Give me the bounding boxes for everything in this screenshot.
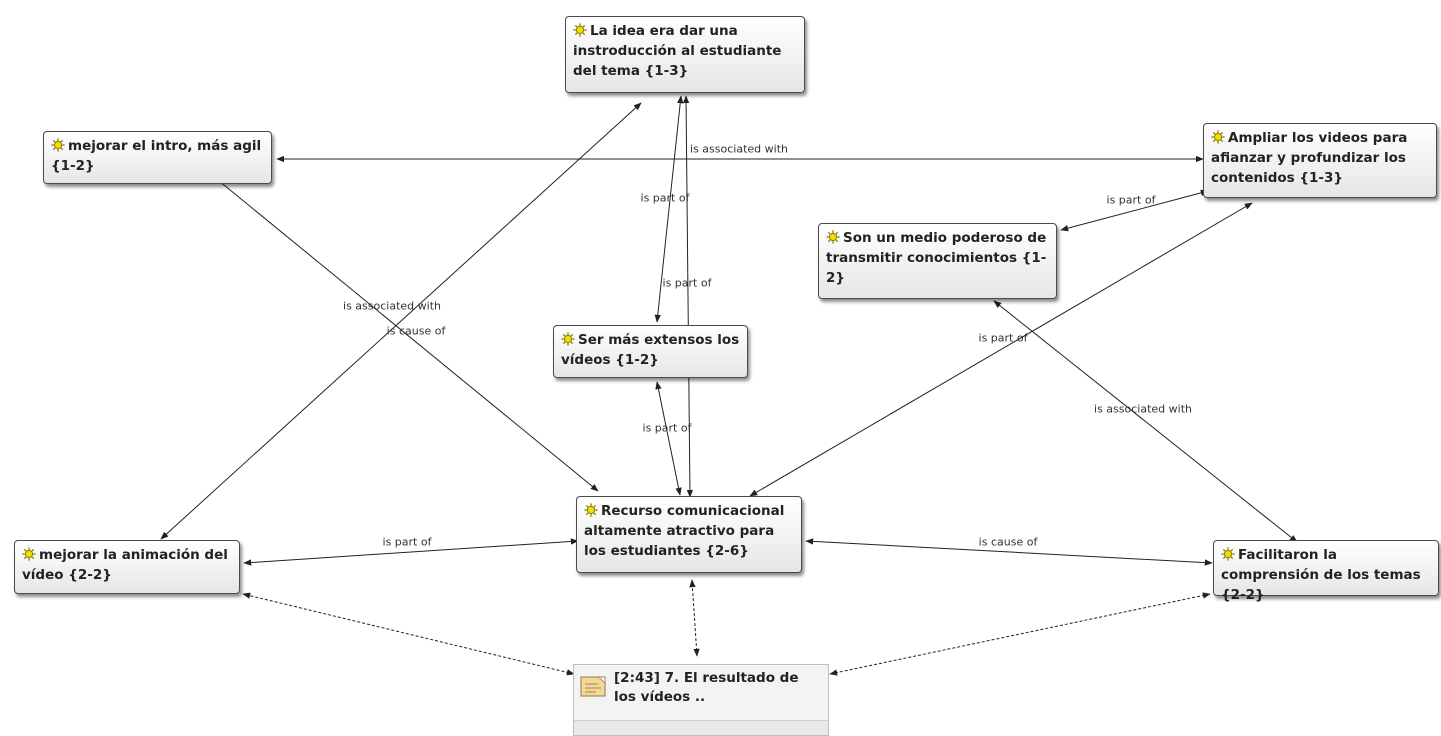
sun-core	[575, 25, 585, 35]
sun-ray	[1230, 548, 1234, 552]
edge-recurso-intro[interactable]	[201, 166, 599, 492]
edge-label-intro-ampliar: is associated with	[690, 142, 788, 156]
node-idea[interactable]: La idea era dar una instroducción al est…	[565, 16, 805, 93]
sun-core	[563, 334, 573, 344]
node-animacion[interactable]: mejorar la animación del vídeo {2-2}	[14, 540, 240, 594]
sun-icon	[573, 23, 587, 37]
sun-ray	[827, 231, 831, 235]
edge-label-recurso-idea: is part of	[662, 276, 712, 290]
sun-core	[53, 140, 63, 150]
edge-recurso-facilitaron[interactable]	[805, 538, 1213, 566]
quotation-node[interactable]: [2:43] 7. El resultado de los vídeos ..	[573, 664, 829, 736]
edge-quote-facilitaron[interactable]	[829, 592, 1211, 676]
sun-ray	[574, 24, 578, 28]
quotation-footer	[574, 720, 828, 735]
sun-icon	[561, 332, 575, 346]
sun-ray	[31, 548, 35, 552]
sun-ray	[570, 333, 574, 337]
sun-ray	[562, 341, 566, 345]
node-label: Ampliar los videos para afianzar y profu…	[1211, 130, 1408, 186]
sun-core	[1213, 132, 1223, 142]
sun-ray	[835, 239, 839, 243]
node-label: Recurso comunicacional altamente atracti…	[584, 503, 785, 559]
edge-label-animacion-idea: is associated with	[343, 299, 441, 313]
sun-ray	[60, 139, 64, 143]
edge-recurso-idea[interactable]	[682, 95, 694, 498]
edge-label-recurso-ampliar: is part of	[978, 331, 1028, 345]
sun-ray	[574, 32, 578, 36]
sun-ray	[835, 231, 839, 235]
sun-ray	[1220, 139, 1224, 143]
node-label: La idea era dar una instroducción al est…	[573, 23, 782, 79]
sun-icon	[584, 503, 598, 517]
sun-ray	[23, 548, 27, 552]
sun-ray	[60, 147, 64, 151]
sun-core	[586, 505, 596, 515]
sun-icon	[1211, 130, 1225, 144]
edge-label-recurso-intro: is cause of	[386, 324, 446, 338]
sun-core	[1223, 549, 1233, 559]
sun-ray	[582, 32, 586, 36]
document-icon	[580, 676, 606, 697]
sun-ray	[52, 139, 56, 143]
node-recurso[interactable]: Recurso comunicacional altamente atracti…	[576, 496, 802, 573]
sun-ray	[585, 504, 589, 508]
sun-icon	[1221, 547, 1235, 561]
edge-label-ampliar-medio: is part of	[1106, 193, 1156, 207]
edge-label-facilitaron-medio: is associated with	[1094, 402, 1192, 416]
sun-ray	[570, 341, 574, 345]
sun-ray	[827, 239, 831, 243]
sun-ray	[1230, 556, 1234, 560]
sun-icon	[51, 138, 65, 152]
sun-ray	[31, 556, 35, 560]
sun-ray	[1222, 548, 1226, 552]
edge-quote-recurso[interactable]	[689, 579, 700, 657]
edge-quote-animacion[interactable]	[242, 592, 575, 676]
sun-icon	[826, 230, 840, 244]
node-medio[interactable]: Son un medio poderoso de transmitir cono…	[818, 223, 1057, 299]
sun-ray	[593, 504, 597, 508]
node-label: Son un medio poderoso de transmitir cono…	[826, 230, 1047, 286]
sun-ray	[562, 333, 566, 337]
edge-recurso-animacion[interactable]	[243, 538, 579, 566]
sun-ray	[1220, 131, 1224, 135]
node-ampliar[interactable]: Ampliar los videos para afianzar y profu…	[1203, 123, 1437, 198]
edge-label-recurso-extensos: is part of	[642, 421, 692, 435]
sun-ray	[1222, 556, 1226, 560]
sun-ray	[23, 556, 27, 560]
sun-ray	[1212, 131, 1216, 135]
sun-core	[24, 549, 34, 559]
node-intro[interactable]: mejorar el intro, más agil {1-2}	[43, 131, 272, 184]
sun-ray	[585, 512, 589, 516]
edge-extensos-idea[interactable]	[654, 95, 684, 323]
sun-core	[828, 232, 838, 242]
node-facilitaron[interactable]: Facilitaron la comprensión de los temas …	[1213, 540, 1439, 603]
edge-label-recurso-animacion: is part of	[382, 535, 432, 549]
sun-icon	[22, 547, 36, 561]
sun-ray	[1212, 139, 1216, 143]
edge-facilitaron-medio[interactable]	[993, 300, 1298, 543]
node-label: Facilitaron la comprensión de los temas …	[1221, 547, 1421, 603]
sun-ray	[52, 147, 56, 151]
sun-ray	[582, 24, 586, 28]
node-label: Ser más extensos los vídeos {1-2}	[561, 332, 740, 368]
edge-recurso-extensos[interactable]	[655, 381, 682, 496]
node-label: mejorar el intro, más agil {1-2}	[51, 138, 262, 174]
node-label: mejorar la animación del vídeo {2-2}	[22, 547, 228, 583]
node-extensos[interactable]: Ser más extensos los vídeos {1-2}	[553, 325, 748, 378]
edge-label-extensos-idea: is part of	[640, 191, 690, 205]
edge-label-recurso-facilitaron: is cause of	[978, 535, 1038, 549]
sun-ray	[593, 512, 597, 516]
quotation-label: [2:43] 7. El resultado de los vídeos ..	[614, 670, 799, 705]
